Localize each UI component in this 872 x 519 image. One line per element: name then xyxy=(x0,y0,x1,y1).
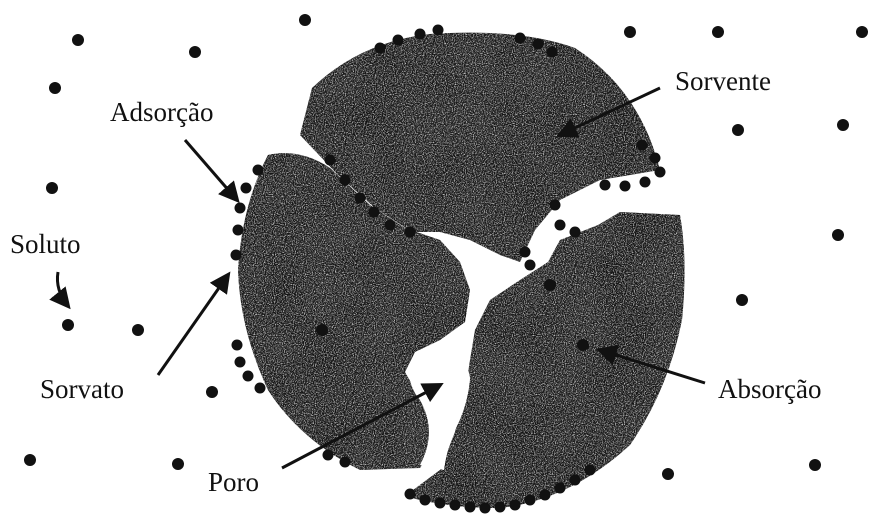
sorbate-dot xyxy=(655,167,666,178)
sorbate-dot xyxy=(415,29,426,40)
sorbate-dot xyxy=(435,498,446,509)
sorbate-dot xyxy=(640,177,651,188)
solute-dot xyxy=(46,182,58,194)
sorbate-dot xyxy=(355,193,366,204)
sorbate-dot xyxy=(540,490,551,501)
sorbate-dot xyxy=(525,495,536,506)
solute-dot xyxy=(832,229,844,241)
sorbate-dot xyxy=(570,475,581,486)
solute-dot xyxy=(316,324,328,336)
sorbate-dot xyxy=(450,500,461,511)
sorbate-dot xyxy=(480,503,491,514)
sorbate-dot xyxy=(369,207,380,218)
sorbate-dot xyxy=(235,357,246,368)
sorbate-dot xyxy=(241,183,252,194)
sorbate-dot xyxy=(375,43,386,54)
sorbate-dot xyxy=(550,200,561,211)
particle-texture xyxy=(230,25,695,515)
solute-dot xyxy=(206,386,218,398)
sorbate-dot xyxy=(323,450,334,461)
sorbate-dot xyxy=(510,500,521,511)
solute-dot xyxy=(544,279,556,291)
sorbate-dot xyxy=(393,35,404,46)
sorbate-dot xyxy=(420,495,431,506)
label-poro: Poro xyxy=(208,467,259,497)
solute-dot xyxy=(24,454,36,466)
sorbate-dot xyxy=(340,457,351,468)
solute-dot xyxy=(736,294,748,306)
sorbate-dot xyxy=(235,203,246,214)
sorbate-dot xyxy=(465,502,476,513)
solute-dot xyxy=(132,324,144,336)
sorbate-dot xyxy=(433,25,444,36)
solute-dot xyxy=(624,26,636,38)
arrow-sorvato xyxy=(158,275,228,375)
sorbate-dot xyxy=(600,180,611,191)
solute-dot xyxy=(299,14,311,26)
sorbate-dot xyxy=(495,502,506,513)
sorbate-dot xyxy=(340,175,351,186)
label-sorvente: Sorvente xyxy=(675,66,771,96)
sorbate-dot xyxy=(620,181,631,192)
sorbate-dot xyxy=(533,39,544,50)
sorbate-dot xyxy=(650,153,661,164)
arrow-adsorcao xyxy=(185,140,237,200)
sorbate-dot xyxy=(255,383,266,394)
label-adsorcao: Adsorção xyxy=(110,97,213,127)
sorbate-dot xyxy=(232,340,243,351)
sorbate-dot xyxy=(547,47,558,58)
solute-dot xyxy=(856,26,868,38)
sorbate-dot xyxy=(325,155,336,166)
sorbate-dot xyxy=(555,220,566,231)
sorbate-dot xyxy=(520,247,531,258)
label-soluto: Soluto xyxy=(10,229,81,259)
sorbate-dot xyxy=(525,260,536,271)
arrow-soluto xyxy=(57,272,68,306)
sorbate-dot xyxy=(585,465,596,476)
label-absorcao: Absorção xyxy=(718,374,821,404)
solute-dot xyxy=(172,458,184,470)
solute-dot xyxy=(712,26,724,38)
sorbate-dot xyxy=(515,33,526,44)
solute-dot xyxy=(662,468,674,480)
solute-dot xyxy=(62,319,74,331)
sorbate-dot xyxy=(570,227,581,238)
sorbate-dot xyxy=(231,250,242,261)
solute-dot xyxy=(809,459,821,471)
sorbate-dot xyxy=(637,140,648,151)
sorbent-particle xyxy=(230,25,695,515)
sorbate-dot xyxy=(555,483,566,494)
absorbed-dot xyxy=(577,339,589,351)
solute-dot xyxy=(837,119,849,131)
label-sorvato: Sorvato xyxy=(40,374,124,404)
solute-dot xyxy=(732,124,744,136)
sorbate-dot xyxy=(405,227,416,238)
sorbate-dot xyxy=(243,371,254,382)
sorbate-dot xyxy=(253,165,264,176)
sorbate-dot xyxy=(233,225,244,236)
solute-dot xyxy=(72,34,84,46)
sorbate-dot xyxy=(405,489,416,500)
sorbate-dot xyxy=(385,220,396,231)
solute-dot xyxy=(49,82,61,94)
absorbed-dots xyxy=(577,339,589,351)
solute-dot xyxy=(189,46,201,58)
